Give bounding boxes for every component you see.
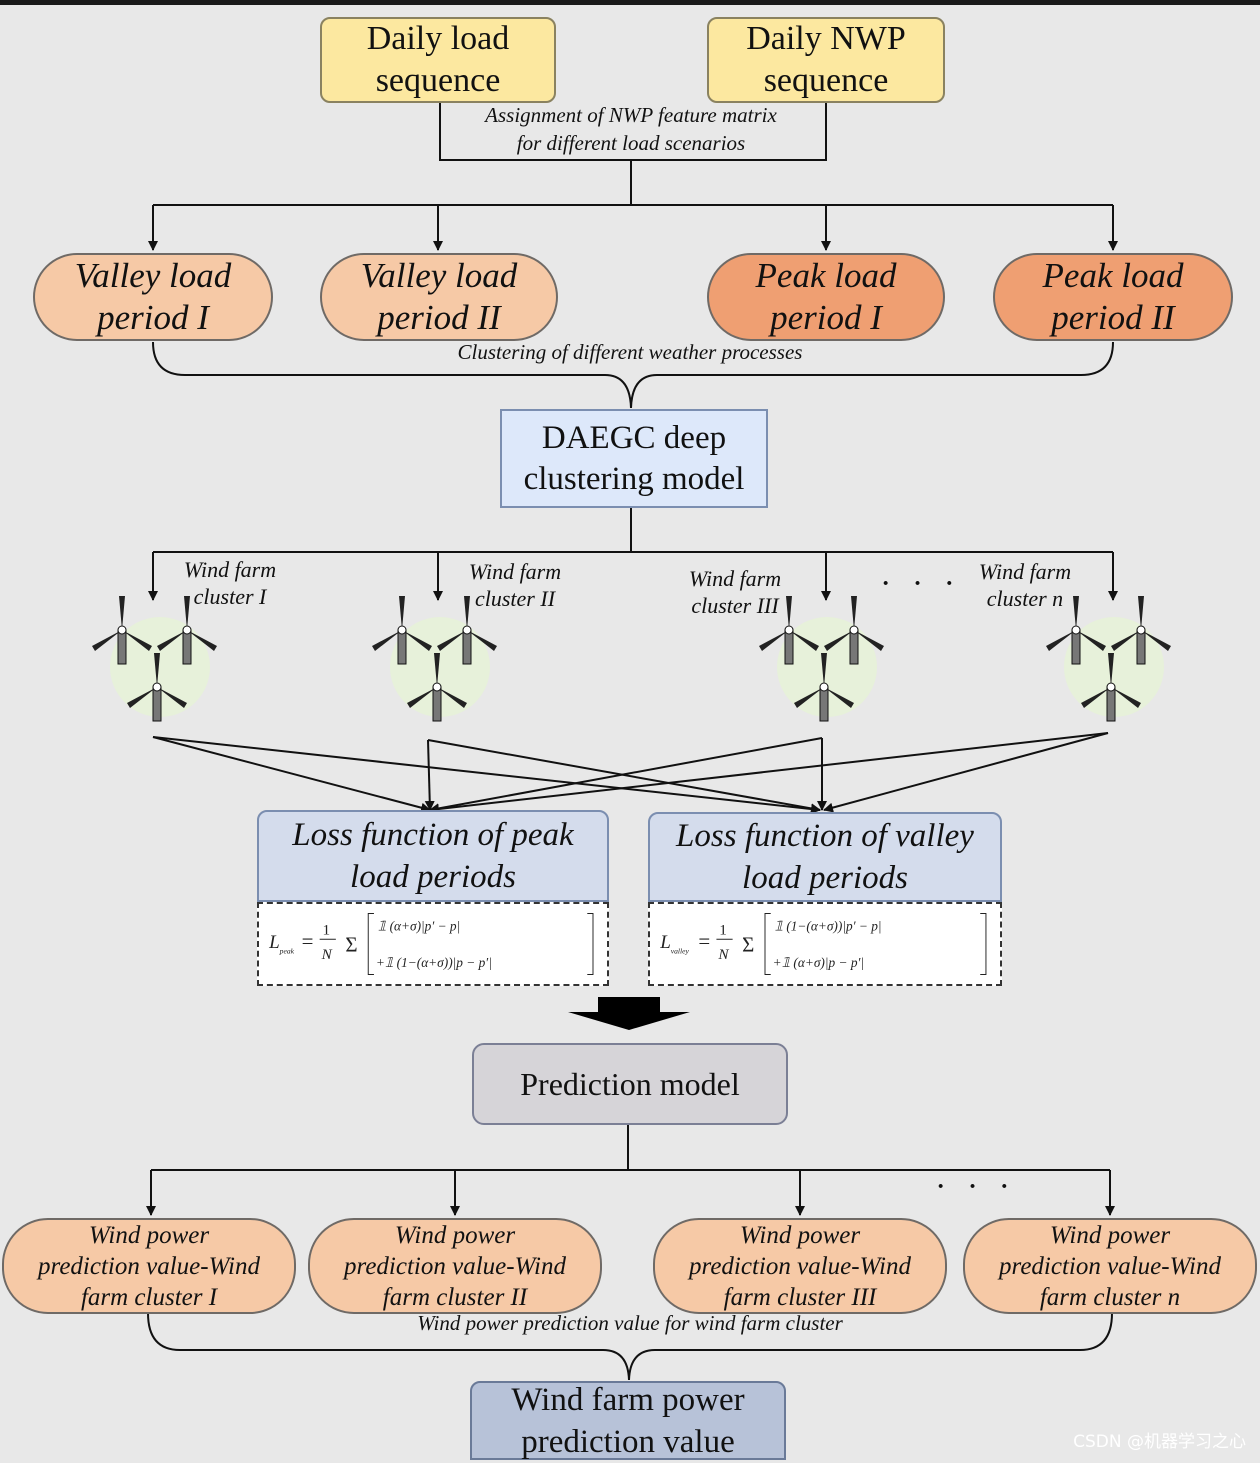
output-cluster-3: Wind power prediction value-Wind farm cl… [653,1218,947,1314]
output-group-label: Wind power prediction value for wind far… [417,1311,843,1335]
peak-load-period-1: Peak load period I [707,253,945,341]
svg-text:peak: peak [279,947,295,956]
down-arrow-icon [568,997,690,1030]
svg-text:=: = [698,929,710,953]
output-cluster-n: Wind power prediction value-Wind farm cl… [963,1218,1257,1314]
watermark: CSDN @机器学习之心 [1073,1432,1246,1452]
valley-load-period-1: Valley load period I [33,253,273,341]
svg-text:N: N [321,946,333,963]
cluster-label-2: Wind farm cluster II [468,559,562,611]
svg-text:N: N [717,946,729,963]
cluster-ellipsis: · · · [880,565,961,602]
wind-turbine-group-3-icon [759,596,884,722]
output-cluster-2: Wind power prediction value-Wind farm cl… [308,1218,602,1314]
svg-text:1: 1 [323,921,331,938]
daegc-model-box: DAEGC deep clustering model [500,409,768,508]
output-cluster-1: Wind power prediction value-Wind farm cl… [2,1218,296,1314]
valley-load-period-2: Valley load period II [320,253,558,341]
svg-text:Σ: Σ [742,933,754,957]
prediction-model-box: Prediction model [472,1043,788,1125]
wind-turbine-group-n-icon [1046,596,1171,722]
svg-text:L: L [659,932,671,953]
wind-turbine-group-1-icon [92,596,217,722]
svg-text:L: L [268,932,280,953]
final-prediction-box: Wind farm power prediction value [470,1381,786,1460]
output-ellipsis: · · · [935,1168,1016,1205]
loss-peak-title: Loss function of peak load periods [257,810,609,902]
daily-nwp-sequence-box: Daily NWP sequence [707,17,945,103]
svg-text:+𝟙 (1−(α+σ))|p − p′|: +𝟙 (1−(α+σ))|p − p′| [376,955,492,970]
svg-text:𝟙 (1−(α+σ))|p′ − p|: 𝟙 (1−(α+σ))|p′ − p| [775,919,882,934]
daily-load-sequence-box: Daily load sequence [320,17,556,103]
loss-valley-title: Loss function of valley load periods [648,812,1002,902]
cluster-label-3: Wind farm cluster III [688,566,782,618]
clustering-label: Clustering of different weather processe… [457,340,803,364]
svg-text:1: 1 [719,921,727,938]
cluster-label-n: Wind farm cluster n [978,559,1072,611]
wind-turbine-group-2-icon [372,596,497,722]
cluster-label-1: Wind farm cluster I [183,557,277,609]
svg-text:+𝟙 (α+σ)|p − p′|: +𝟙 (α+σ)|p − p′| [773,955,864,970]
top-border [0,0,1260,5]
svg-text:valley: valley [671,947,690,956]
svg-text:Σ: Σ [345,933,357,957]
svg-text:𝟙 (α+σ)|p′ − p|: 𝟙 (α+σ)|p′ − p| [378,919,460,934]
peak-load-period-2: Peak load period II [993,253,1233,341]
svg-text:=: = [302,929,314,953]
assignment-label: Assignment of NWP feature matrix for dif… [485,103,777,155]
